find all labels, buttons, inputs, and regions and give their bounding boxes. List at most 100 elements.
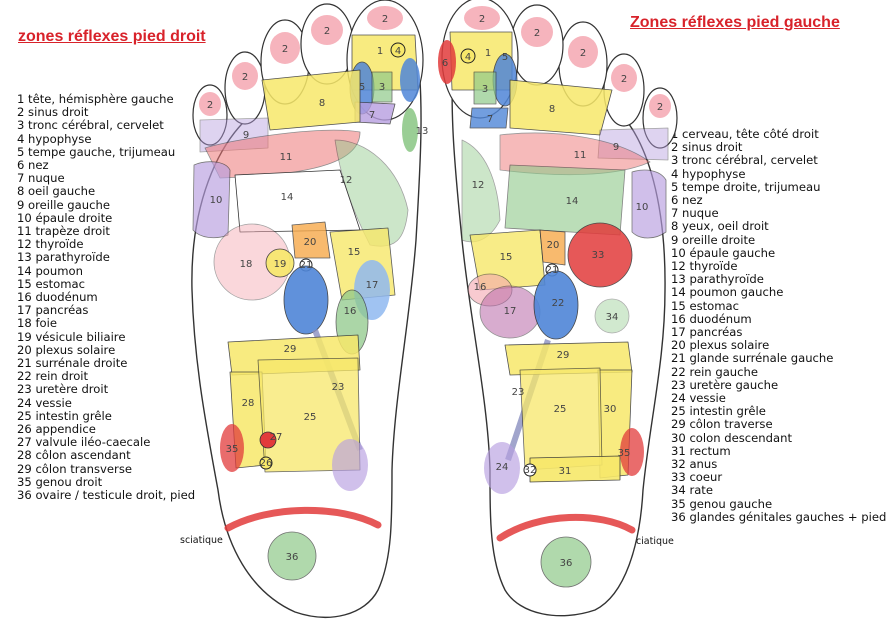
right-label-17: 17 [366,280,379,291]
legend-left-item: 22 rein gauche [671,364,759,379]
left-zone-7 [469,107,509,129]
legend-left-item: 21 glande surrénale gauche [671,351,834,366]
legend-right-item: 24 vessie [17,395,72,410]
left-label-3: 3 [482,84,488,95]
legend-right-item: 3 tronc cérébral, cervelet [17,118,164,133]
right-label-12: 12 [340,175,353,186]
right-zone-36 [267,531,317,581]
left-zone-8 [509,79,613,136]
legend-right-item: 26 appendice [17,422,96,437]
right-label-2d: 2 [324,26,330,37]
right-zone-20 [291,221,331,259]
left-zone-34 [594,298,630,334]
left-zone-20 [539,229,566,266]
title-right-foot: zones réflexes pied droit [18,28,206,45]
legend-left-item: 5 tempe droite, trijumeau [671,179,821,194]
legend-right-item: 35 genou droit [17,474,103,489]
left-zone-36 [540,536,592,588]
left-label-11: 11 [574,150,587,161]
right-label-1: 1 [377,46,383,57]
right-label-19: 19 [274,259,287,270]
right-label-13: 13 [416,126,429,137]
legend-left-item: 16 duodénum [671,311,752,326]
legend-right-item: 4 hypophyse [17,131,92,146]
left-label-24: 24 [496,462,509,473]
legend-left-item: 20 plexus solaire [671,338,770,353]
left-label-35: 35 [618,448,631,459]
left-label-12: 12 [472,180,485,191]
right-zone-2-toe5 [199,92,221,116]
legend-left-item: 17 pancréas [671,325,743,340]
legend-left-item: 9 oreille droite [671,232,756,247]
legend-right-item: 36 ovaire / testicule droit, pied [17,488,196,503]
sciatic-label-left: sciatique [631,536,674,547]
left-zone-3 [473,71,497,105]
left-zone-2-toe4 [611,64,637,92]
left-zone-labels: 2 2 2 2 2 4 1 6 5 3 7 8 9 11 12 14 10 15… [442,14,663,569]
left-label-2b: 2 [621,74,627,85]
left-label-30: 30 [604,404,617,415]
legend-left-item: 34 rate [671,483,713,498]
right-zone-2-toe2 [311,15,343,45]
left-zone-6 [438,40,456,84]
right-label-27: 27 [270,432,283,443]
legend-right-item: 29 côlon transverse [17,461,132,476]
right-zone-13 [402,108,418,152]
left-label-22: 22 [552,298,565,309]
right-label-26: 26 [260,458,273,469]
legend-left-item: 33 coeur [671,470,723,485]
left-label-4: 4 [465,52,471,63]
right-zone-27 [259,431,277,449]
legend-left-item: 31 rectum [671,443,731,458]
legend-left-item: 10 épaule gauche [671,245,776,260]
right-zone-26 [259,456,273,470]
left-label-2e: 2 [479,14,485,25]
legend-right-item: 14 poumon [17,263,83,278]
right-label-3: 3 [379,82,385,93]
right-label-2b: 2 [242,72,248,83]
right-zone-2-toe3 [270,32,300,64]
left-label-25: 25 [554,404,567,415]
legend-left-item: 3 tronc cérébral, cervelet [671,153,818,168]
legend-left-item: 35 genou gauche [671,496,773,511]
legend-right-item: 2 sinus droit [17,105,89,120]
legend-left-item: 7 nuque [671,206,719,221]
left-label-14: 14 [566,196,579,207]
legend-right-item: 7 nuque [17,171,65,186]
right-label-14: 14 [281,192,294,203]
left-foot: 2 2 2 2 2 4 1 6 5 3 7 8 9 11 12 14 10 15… [438,0,678,617]
legend-right-item: 5 tempe gauche, trijumeau [17,144,176,159]
legend-left-item: 15 estomac [671,298,740,313]
right-label-21: 21 [300,260,313,271]
legend-left-item: 4 hypophyse [671,166,746,181]
right-label-7: 7 [369,110,375,121]
right-zone-24 [332,439,368,491]
left-label-5: 5 [502,52,508,63]
legend-right-item: 6 nez [17,158,49,173]
legend-left-item: 30 colon descendant [671,430,792,445]
right-label-2c: 2 [282,44,288,55]
legend-right-item: 1 tête, hémisphère gauche [17,92,174,106]
right-label-28: 28 [242,398,255,409]
left-label-34: 34 [606,312,619,323]
left-label-32: 32 [524,465,537,476]
left-zone-2-toe3 [568,36,598,68]
legend-left-item: 6 nez [671,193,703,208]
left-zone-35 [620,428,644,476]
left-label-17: 17 [504,306,517,317]
right-label-8: 8 [319,98,325,109]
right-label-20: 20 [304,237,317,248]
left-zone-4 [460,48,476,64]
left-zone-10 [631,169,667,239]
legend-right-item: 27 valvule iléo-caecale [17,435,151,450]
left-zone-31 [529,455,621,483]
left-zone-32 [523,463,537,477]
left-sciatic-band [496,513,636,542]
right-label-35: 35 [226,444,239,455]
legend-left-item: 13 parathyroïde [671,272,764,287]
left-zone-25 [519,367,603,471]
